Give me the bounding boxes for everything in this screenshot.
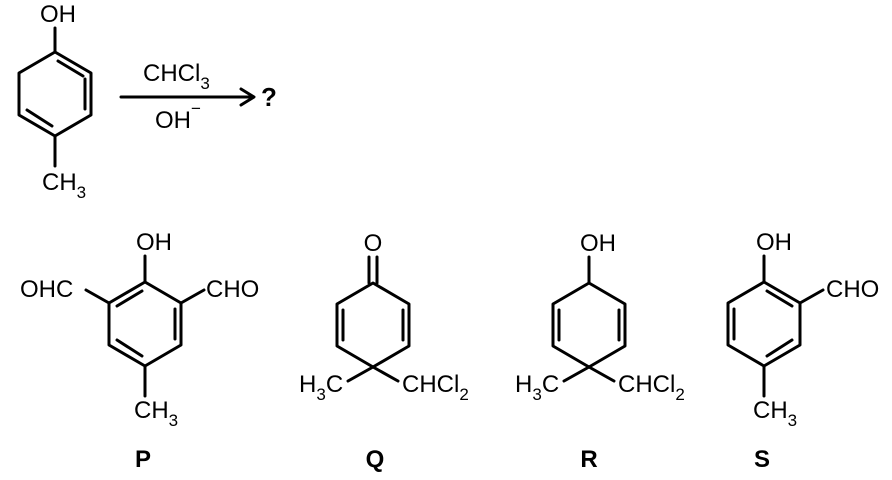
option-r-label: R [580,446,597,473]
reagent-chcl3: CHCl3 [143,60,210,93]
option-p-inner-bond [115,289,144,308]
option-r-structure: OH H3C CHCl2 R [515,230,685,473]
option-p-left-group: OHC [20,276,73,303]
option-r-right-bond [587,365,616,383]
option-q-methyl-label: H3C [299,371,343,404]
reaction-arrow-group: CHCl3 OH− ? [119,60,277,134]
option-s-right-group: CHO [826,276,879,303]
option-p-label: P [135,446,151,473]
option-q-structure: O H3C CHCl2 Q [299,230,469,473]
option-p-structure: OH OHC CHO CH3 P [20,229,259,473]
option-q-right-bond [371,365,400,383]
option-q-ring [335,281,411,369]
reactant-inner-bond [56,59,85,78]
option-p-oh-label: OH [136,229,172,256]
option-s-inner-bond [765,338,794,358]
reagent-hydroxide: OH− [155,99,201,134]
option-s-ch3-label: CH3 [753,397,797,430]
option-p-left-bond [84,288,111,305]
option-r-ring [551,281,627,369]
option-q-left-bond [346,365,375,383]
option-q-oxygen-label: O [364,230,383,257]
option-q-dichloromethyl-label: CHCl2 [402,371,469,404]
reaction-arrow-head [239,87,256,107]
option-p-ch3-label: CH3 [134,397,178,430]
option-r-dichloromethyl-label: CHCl2 [618,371,685,404]
option-p-right-group: CHO [206,276,259,303]
option-s-right-bond [798,288,825,305]
option-s-label: S [754,446,770,473]
unknown-product-mark: ? [261,82,277,112]
option-r-left-bond [562,365,591,383]
reactant-ring [17,50,93,138]
option-p-inner-bond [115,338,144,358]
option-r-oh-label: OH [580,230,616,257]
reactant-oh-label: OH [40,1,76,28]
reactant-ch3-label: CH3 [42,169,86,202]
option-s-structure: OH CHO CH3 S [726,229,879,473]
option-r-methyl-label: H3C [515,371,559,404]
option-p-ring [107,280,183,368]
option-s-inner-bond [765,289,794,308]
reactant-inner-bond [25,108,54,128]
option-s-ring [726,280,802,368]
reactant-p-cresol: OH CH3 [17,1,93,202]
option-s-oh-label: OH [756,229,792,256]
option-q-label: Q [366,446,385,473]
option-p-right-bond [179,288,206,305]
